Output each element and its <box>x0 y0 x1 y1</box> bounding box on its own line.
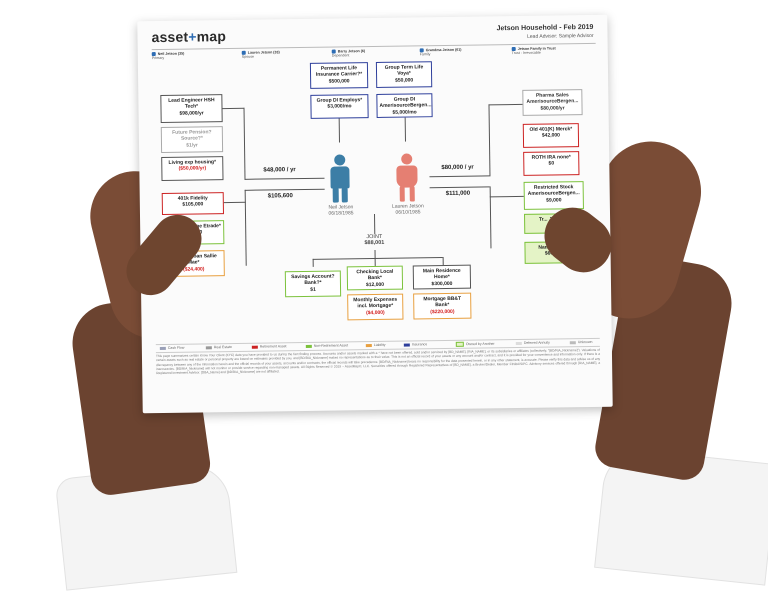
connector-line <box>312 257 443 260</box>
insurance-box: Group Term Life Voya*$50,000 <box>375 61 433 88</box>
neil-income-flow: $48,000 / yr <box>263 167 296 174</box>
non-retirement-asset-box: Restricted Stock AmerisourceBergen...$9,… <box>523 181 584 210</box>
pension-box: Future Pension? Source?*$1/yr <box>160 126 224 153</box>
legend-item: Owned by Another <box>455 341 495 347</box>
connector-line <box>312 258 314 267</box>
connector-line <box>488 103 523 106</box>
neil-leg <box>341 186 348 203</box>
connector-line <box>243 107 246 180</box>
legend-item: Deferred Annuity <box>515 341 550 345</box>
legend-item: Unknown <box>569 340 592 344</box>
insurance-box: Group DI Employs*$3,000/mo <box>310 94 369 119</box>
neil-person-icon <box>334 154 346 166</box>
connector-line <box>244 189 247 266</box>
neil-leg <box>332 186 339 203</box>
asset-map-sheet: asset+map Jetson Household - Feb 2019 Le… <box>137 14 613 414</box>
connector-line <box>374 257 376 267</box>
lauren-asset-total: $111,000 <box>445 190 471 198</box>
legend-item: Non-Retirement Asset <box>305 343 348 348</box>
legend-item: Cash Flow <box>159 346 184 350</box>
household-title: Jetson Household - Feb 2019 <box>496 23 594 33</box>
neil-asset-total: $105,600 <box>267 193 293 200</box>
connector-line <box>374 249 376 259</box>
lauren-leg <box>409 185 415 202</box>
connector-line <box>489 195 524 198</box>
asset-map-logo: asset+map <box>151 28 227 46</box>
connector-line <box>429 186 490 189</box>
connector-line <box>222 107 245 110</box>
insurance-box: Group DI AmerisourceBergen...$5,000/mo <box>376 93 433 118</box>
connector-line <box>404 117 406 142</box>
household-members-bar: Neil Jetson (35)Primary Lauren Jetson (3… <box>151 42 596 63</box>
income-box: Lead Engineer HSH Tech*$98,000/yr <box>160 94 223 123</box>
checking-account-box: Checking Local Bank*$12,000 <box>346 265 404 291</box>
member-barry: Barry Jetson (6)Dependent <box>331 49 366 58</box>
income-box: Pharma Sales AmerisourceBergen...$80,000… <box>522 89 583 116</box>
insurance-box: Permanent Life Insurance Carrier?*$500,0… <box>309 62 369 89</box>
connector-line <box>429 175 490 178</box>
connector-line <box>374 214 376 235</box>
connector-line <box>442 257 444 266</box>
joint-label: JOINT$88,001 <box>364 233 385 247</box>
legend-item: Liability <box>365 343 386 347</box>
lauren-income-flow: $80,000 / yr <box>441 164 474 172</box>
retirement-asset-box: 401k Fidelity$105,000 <box>161 192 224 215</box>
main-residence-box: Main Residence Home*$300,000 <box>412 264 472 290</box>
mortgage-box: Mortgage BB&T Bank*($220,000) <box>413 292 472 320</box>
connector-line <box>244 188 325 191</box>
connector-line <box>338 118 340 143</box>
neil-body <box>330 166 350 189</box>
member-lauren: Lauren Jetson (33)Spouse <box>241 50 280 59</box>
connector-line <box>244 177 325 180</box>
legend-item: Real Estate <box>205 345 232 349</box>
lead-advisor: Lead Advisor: Sample Advisor <box>527 32 594 40</box>
connector-line <box>488 104 491 177</box>
member-neil: Neil Jetson (35)Primary <box>151 51 185 61</box>
expense-box: Living exp housing*($50,000/yr) <box>161 156 224 181</box>
lauren-leg <box>399 185 405 202</box>
lauren-body <box>396 165 418 188</box>
member-grandma: Grandma Jetson (61)Family <box>419 47 462 57</box>
monthly-expenses-box: Monthly Expenses incl. Mortgage*($4,000) <box>347 293 404 321</box>
retirement-asset-box: Old 401(K) Merck*$42,000 <box>522 123 580 148</box>
savings-account-box: Savings Account? Bank?*$1 <box>284 270 342 298</box>
legend-item: Retirement Asset <box>251 344 287 349</box>
retirement-asset-box: ROTH IRA none*$0 <box>523 151 580 176</box>
legend-item: Insurance <box>403 342 427 346</box>
connector-line <box>223 201 246 204</box>
lauren-person-icon <box>401 153 413 165</box>
